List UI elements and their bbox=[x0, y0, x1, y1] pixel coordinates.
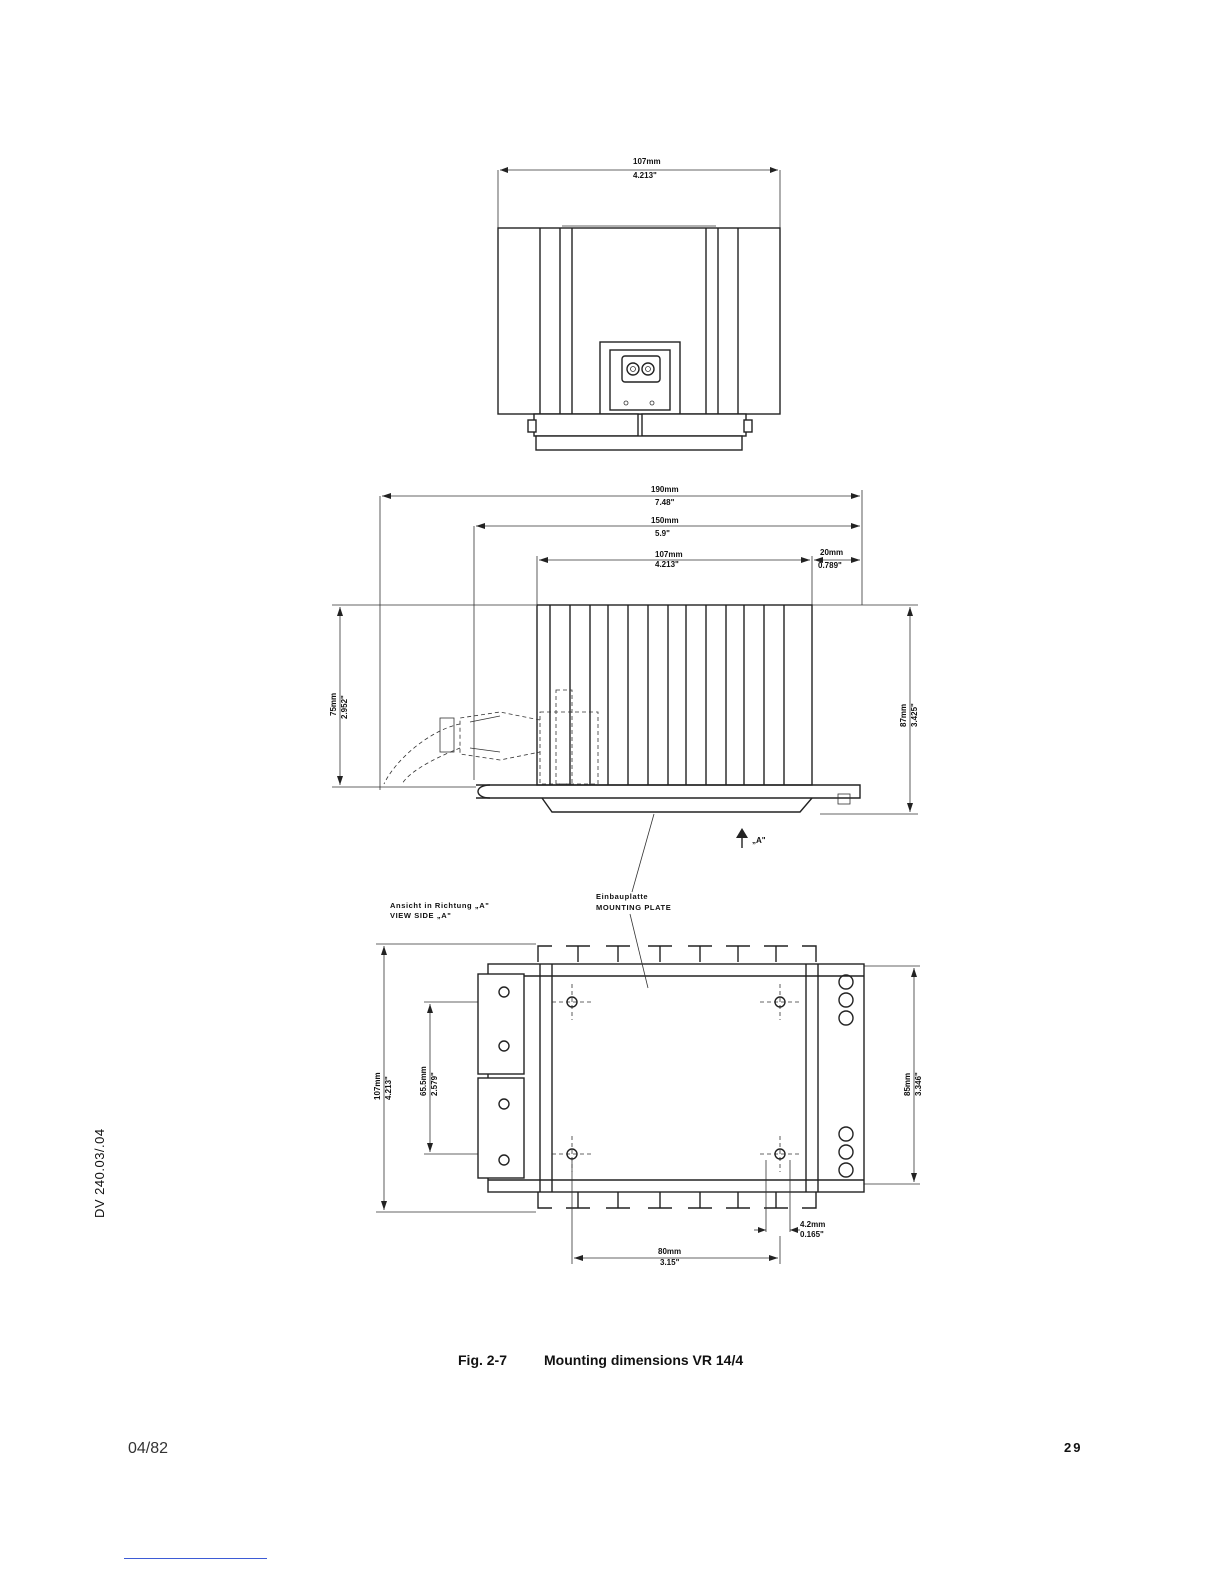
top-width-in: 4.213" bbox=[633, 171, 657, 180]
fins-bottom bbox=[538, 1192, 816, 1208]
top-width-mm: 107mm bbox=[633, 157, 661, 166]
document-code: DV 240.03/.04 bbox=[92, 1128, 107, 1218]
bottom-width-in: 4.213" bbox=[384, 1076, 393, 1100]
fins-top bbox=[538, 946, 816, 962]
view-heading-en: VIEW SIDE „A" bbox=[390, 911, 451, 920]
side-length-mm: 190mm bbox=[651, 485, 679, 494]
document-date: 04/82 bbox=[128, 1440, 168, 1458]
side-heatsink-mm: 107mm bbox=[655, 550, 683, 559]
bottom-view: 107mm 4.213" 65.5mm 2.579" 85mm 3.346" bbox=[373, 914, 923, 1267]
top-view: 107mm 4.213" bbox=[498, 157, 780, 450]
side-total-height-mm: 87mm bbox=[899, 704, 908, 727]
view-heading-de: Ansicht in Richtung „A" bbox=[390, 901, 489, 910]
figure-title: Mounting dimensions VR 14/4 bbox=[544, 1352, 743, 1368]
plate-label-de: Einbauplatte bbox=[596, 892, 648, 901]
bottom-depth-in: 3.346" bbox=[914, 1072, 923, 1096]
side-heatsink-in: 4.213" bbox=[655, 560, 679, 569]
page-number: 29 bbox=[1064, 1440, 1082, 1455]
bottom-hole-spacing-mm: 65.5mm bbox=[419, 1066, 428, 1096]
bottom-depth-mm: 85mm bbox=[903, 1073, 912, 1096]
bottom-hole-dia-mm: 4.2mm bbox=[800, 1220, 825, 1229]
side-height-in: 2.952" bbox=[340, 695, 349, 719]
side-total-height-in: 3.425" bbox=[910, 703, 919, 727]
plate-label-en: MOUNTING PLATE bbox=[596, 903, 671, 912]
bottom-divider bbox=[124, 1558, 267, 1559]
side-height-mm: 75mm bbox=[329, 693, 338, 716]
bottom-hole-dia-in: 0.165" bbox=[800, 1230, 824, 1239]
bottom-hole-spacing-in: 2.579" bbox=[430, 1072, 439, 1096]
side-view: 190mm 7.48" 150mm 5.9" 107mm 4.213" 20mm… bbox=[329, 485, 919, 892]
side-overhang-mm: 20mm bbox=[820, 548, 843, 557]
bottom-width-mm: 107mm bbox=[373, 1072, 382, 1100]
side-length-in: 7.48" bbox=[655, 498, 675, 507]
side-body-in: 5.9" bbox=[655, 529, 670, 538]
view-arrow-label: „A" bbox=[752, 836, 766, 845]
bottom-hole-pitch-in: 3.15" bbox=[660, 1258, 680, 1267]
bottom-hole-pitch-mm: 80mm bbox=[658, 1247, 681, 1256]
figure-number: Fig. 2-7 bbox=[458, 1352, 544, 1368]
side-overhang-in: 0.789" bbox=[818, 561, 842, 570]
side-body-mm: 150mm bbox=[651, 516, 679, 525]
